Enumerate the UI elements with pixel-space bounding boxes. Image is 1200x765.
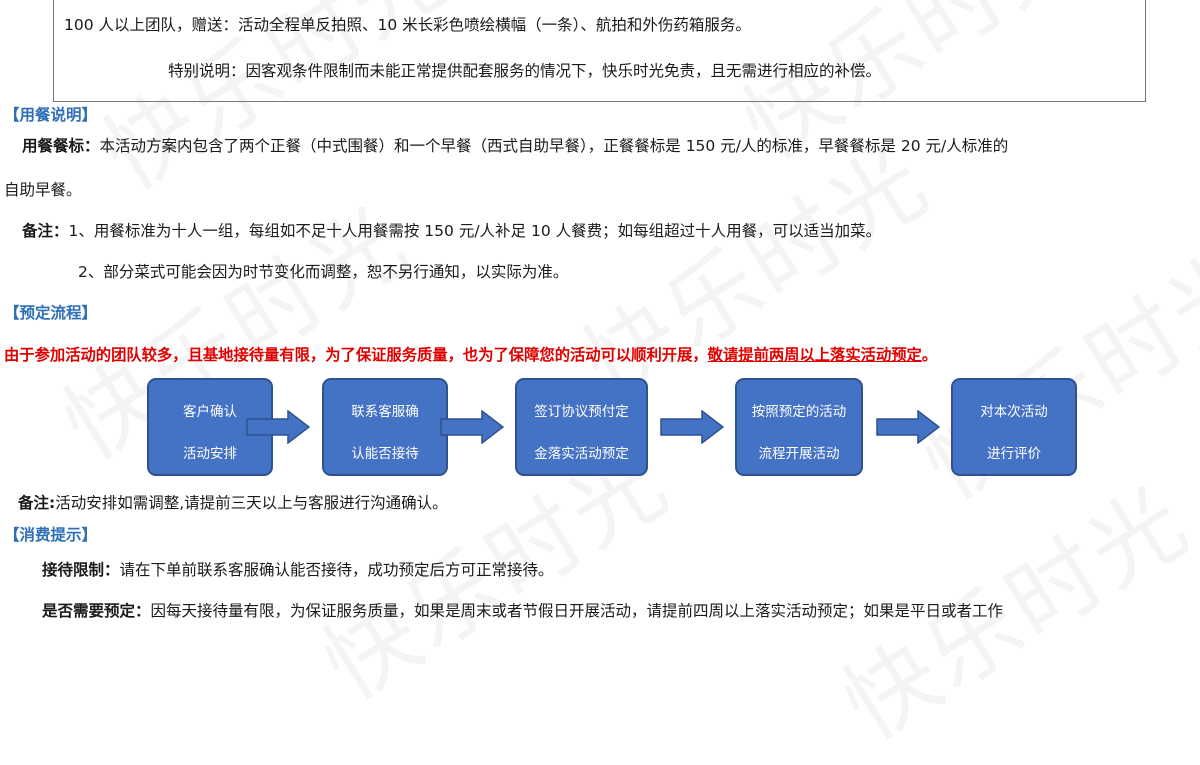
flow-step-line1: 签订协议预付定 — [534, 404, 629, 420]
meal-standard-text: 本活动方案内包含了两个正餐（中式围餐）和一个早餐（西式自助早餐），正餐餐标是 1… — [99, 137, 1009, 155]
booking-heading: 【预定流程】 — [4, 304, 98, 322]
flow-step-line1: 客户确认 — [183, 404, 237, 420]
flow-step-line2: 金落实活动预定 — [534, 446, 629, 462]
booking-warning-text: 由于参加活动的团队较多，且基地接待量有限，为了保证服务质量，也为了保障您的活动可… — [4, 346, 708, 364]
team-gift-line: 100 人以上团队，赠送：活动全程单反拍照、10 米长彩色喷绘横幅（一条）、航拍… — [64, 16, 751, 34]
reception-limit-text: 请在下单前联系客服确认能否接待，成功预定后方可正常接待。 — [119, 561, 554, 579]
booking-warning-end: 。 — [921, 346, 938, 364]
flow-step-line2: 进行评价 — [987, 446, 1041, 462]
booking-note-label: 备注: — [18, 494, 56, 512]
flow-step-line2: 流程开展活动 — [758, 446, 840, 462]
flow-step-line1: 按照预定的活动 — [751, 404, 847, 420]
booking-note: 备注:活动安排如需调整,请提前三天以上与客服进行沟通确认。 — [18, 493, 448, 513]
reception-limit-label: 接待限制： — [42, 561, 120, 579]
flow-arrow-icon — [246, 410, 310, 444]
reception-limit-line: 接待限制：请在下单前联系客服确认能否接待，成功预定后方可正常接待。 — [42, 560, 554, 580]
meal-standard-continuation: 自助早餐。 — [4, 181, 82, 199]
booking-note-text: 活动安排如需调整,请提前三天以上与客服进行沟通确认。 — [55, 494, 448, 512]
reservation-text: 因每天接待量有限，为保证服务质量，如果是周末或者节假日开展活动，请提前四周以上落… — [150, 602, 1004, 620]
meal-note-label: 备注： — [22, 222, 69, 240]
special-note-line: 特别说明：因客观条件限制而未能正常提供配套服务的情况下，快乐时光免责，且无需进行… — [168, 62, 882, 80]
flow-arrow-icon — [876, 410, 940, 444]
meal-standard-label: 用餐餐标： — [22, 137, 100, 155]
meal-heading: 【用餐说明】 — [4, 106, 98, 124]
reservation-label: 是否需要预定： — [42, 602, 151, 620]
consumption-heading: 【消费提示】 — [4, 526, 98, 544]
flow-step-evaluate: 对本次活动 进行评价 — [951, 378, 1077, 476]
flow-step-agreement: 签订协议预付定 金落实活动预定 — [515, 378, 648, 476]
flow-step-line2: 活动安排 — [183, 446, 237, 462]
flow-step-execute: 按照预定的活动 流程开展活动 — [735, 378, 863, 476]
flow-arrow-icon — [660, 410, 724, 444]
meal-standard-line: 用餐餐标：本活动方案内包含了两个正餐（中式围餐）和一个早餐（西式自助早餐），正餐… — [22, 136, 1008, 156]
watermark-text: 快乐时光 — [894, 208, 1200, 524]
meal-note-2: 2、部分菜式可能会因为时节变化而调整，恕不另行通知，以实际为准。 — [78, 263, 569, 281]
reservation-line: 是否需要预定：因每天接待量有限，为保证服务质量，如果是周末或者节假日开展活动，请… — [42, 601, 1003, 621]
flow-step-line1: 联系客服确 — [351, 404, 419, 420]
flow-step-contact: 联系客服确 认能否接待 — [322, 378, 448, 476]
flow-step-line2: 认能否接待 — [351, 446, 419, 462]
notice-box — [53, 0, 1146, 102]
meal-note-line: 备注：1、用餐标准为十人一组，每组如不足十人用餐需按 150 元/人补足 10 … — [22, 221, 881, 241]
flow-arrow-icon — [440, 410, 504, 444]
meal-note-1: 1、用餐标准为十人一组，每组如不足十人用餐需按 150 元/人补足 10 人餐费… — [68, 222, 882, 240]
booking-warning: 由于参加活动的团队较多，且基地接待量有限，为了保证服务质量，也为了保障您的活动可… — [4, 345, 937, 365]
flow-step-line1: 对本次活动 — [980, 404, 1048, 420]
booking-warning-underlined: 敬请提前两周以上落实活动预定 — [707, 346, 922, 364]
